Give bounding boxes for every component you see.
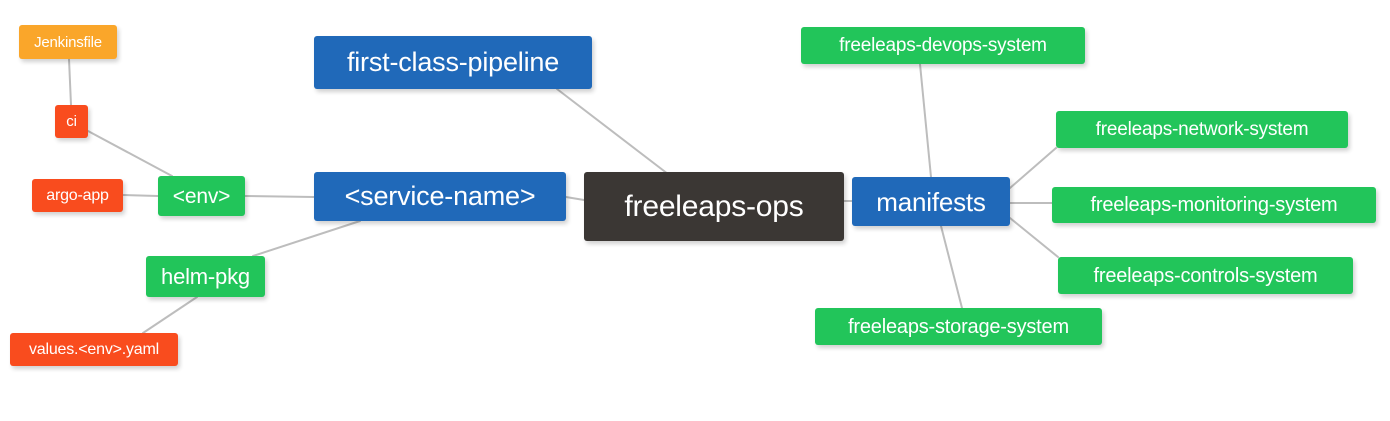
- node-values[interactable]: values.<env>.yaml: [10, 333, 178, 366]
- edge-storage-to-manifests: [940, 225, 963, 309]
- node-helm[interactable]: helm-pkg: [146, 256, 265, 297]
- edge-network-to-manifests: [1009, 147, 1057, 189]
- edge-values-to-helm: [142, 296, 198, 334]
- node-argo[interactable]: argo-app: [32, 179, 123, 212]
- node-label: freeleaps-monitoring-system: [1090, 194, 1338, 216]
- edge-env-to-service: [244, 195, 315, 198]
- node-label: freeleaps-controls-system: [1093, 264, 1318, 287]
- edge-devops-to-manifests: [919, 63, 932, 178]
- node-jenkinsfile[interactable]: Jenkinsfile: [19, 25, 117, 59]
- node-label: <service-name>: [344, 181, 536, 211]
- node-label: freeleaps-network-system: [1095, 119, 1309, 140]
- edge-ci-to-env: [87, 130, 173, 177]
- node-storage[interactable]: freeleaps-storage-system: [815, 308, 1102, 345]
- node-label: freeleaps-storage-system: [848, 315, 1069, 338]
- node-root[interactable]: freeleaps-ops: [584, 172, 844, 241]
- edge-argo-to-env: [122, 194, 159, 197]
- node-ci[interactable]: ci: [55, 105, 88, 138]
- node-monitoring[interactable]: freeleaps-monitoring-system: [1052, 187, 1376, 223]
- node-pipeline[interactable]: first-class-pipeline: [314, 36, 592, 89]
- node-label: freeleaps-devops-system: [839, 35, 1047, 56]
- edge-helm-to-service: [252, 220, 361, 257]
- node-label: Jenkinsfile: [34, 33, 102, 51]
- node-manifests[interactable]: manifests: [852, 177, 1010, 226]
- node-controls[interactable]: freeleaps-controls-system: [1058, 257, 1353, 294]
- node-label: values.<env>.yaml: [28, 340, 159, 358]
- edge-controls-to-manifests: [1009, 217, 1059, 258]
- edge-pipeline-to-root: [556, 88, 669, 175]
- node-label: argo-app: [46, 186, 109, 204]
- node-label: freeleaps-ops: [624, 189, 804, 223]
- edge-jenkinsfile-to-ci: [68, 58, 72, 106]
- node-label: helm-pkg: [161, 263, 250, 289]
- node-service[interactable]: <service-name>: [314, 172, 566, 221]
- node-label: manifests: [876, 186, 986, 217]
- node-label: first-class-pipeline: [346, 47, 560, 77]
- node-devops[interactable]: freeleaps-devops-system: [801, 27, 1085, 64]
- node-network[interactable]: freeleaps-network-system: [1056, 111, 1348, 148]
- node-env[interactable]: <env>: [158, 176, 245, 216]
- node-label: <env>: [172, 184, 231, 208]
- edge-service-to-root: [565, 196, 585, 201]
- node-label: ci: [66, 113, 77, 130]
